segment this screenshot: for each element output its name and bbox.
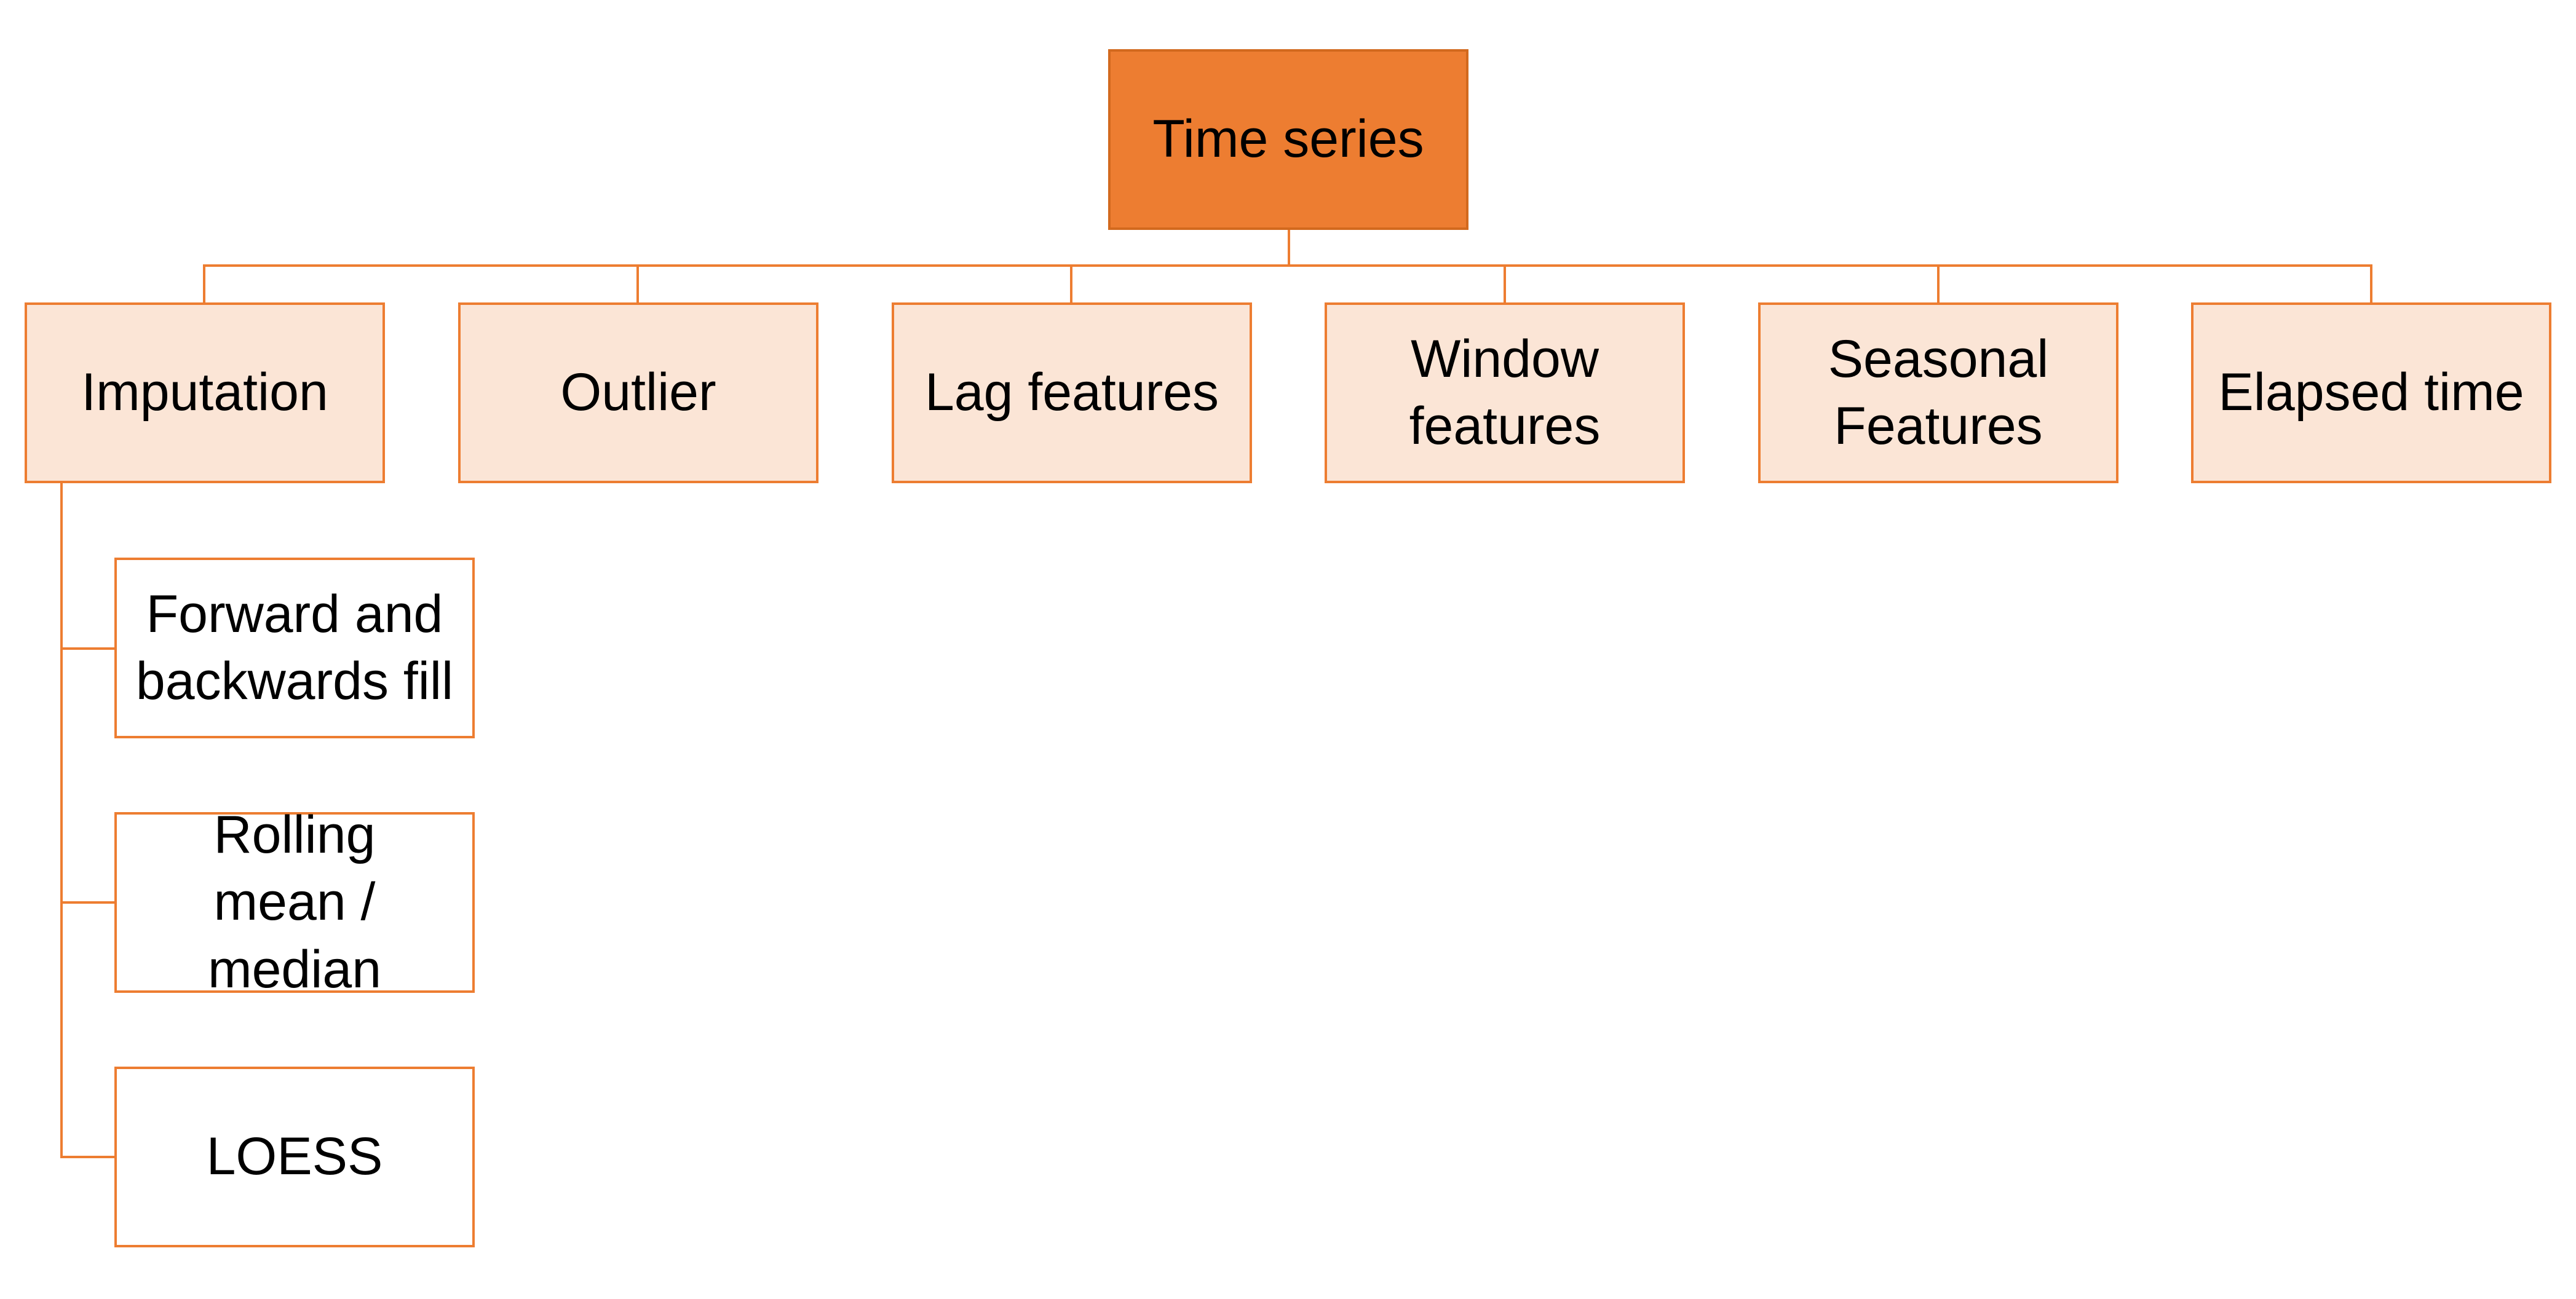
- node-imputation: Imputation: [25, 302, 385, 483]
- node-loess-label: LOESS: [206, 1127, 383, 1186]
- node-window-features-label: Window features: [1409, 329, 1601, 456]
- node-outlier: Outlier: [458, 302, 818, 483]
- node-elapsed-time-label: Elapsed time: [2218, 363, 2524, 422]
- node-seasonal-features-label: Seasonal Features: [1828, 329, 2049, 456]
- node-seasonal-features: Seasonal Features: [1758, 302, 2118, 483]
- node-outlier-label: Outlier: [560, 363, 716, 422]
- root-node-time-series: Time series: [1108, 49, 1468, 230]
- node-forward-backwards-fill-label: Forward and backwards fill: [135, 584, 454, 711]
- node-loess: LOESS: [114, 1067, 475, 1247]
- node-rolling-mean-median: Rolling mean / median: [114, 805, 475, 999]
- node-forward-backwards-fill: Forward and backwards fill: [114, 558, 475, 738]
- node-elapsed-time: Elapsed time: [2191, 302, 2551, 483]
- node-imputation-label: Imputation: [81, 363, 328, 422]
- root-node-label: Time series: [1152, 109, 1424, 169]
- node-window-features: Window features: [1325, 302, 1685, 483]
- node-rolling-mean-median-label: Rolling mean / median: [207, 805, 382, 999]
- node-lag-features: Lag features: [892, 302, 1252, 483]
- node-lag-features-label: Lag features: [924, 363, 1219, 422]
